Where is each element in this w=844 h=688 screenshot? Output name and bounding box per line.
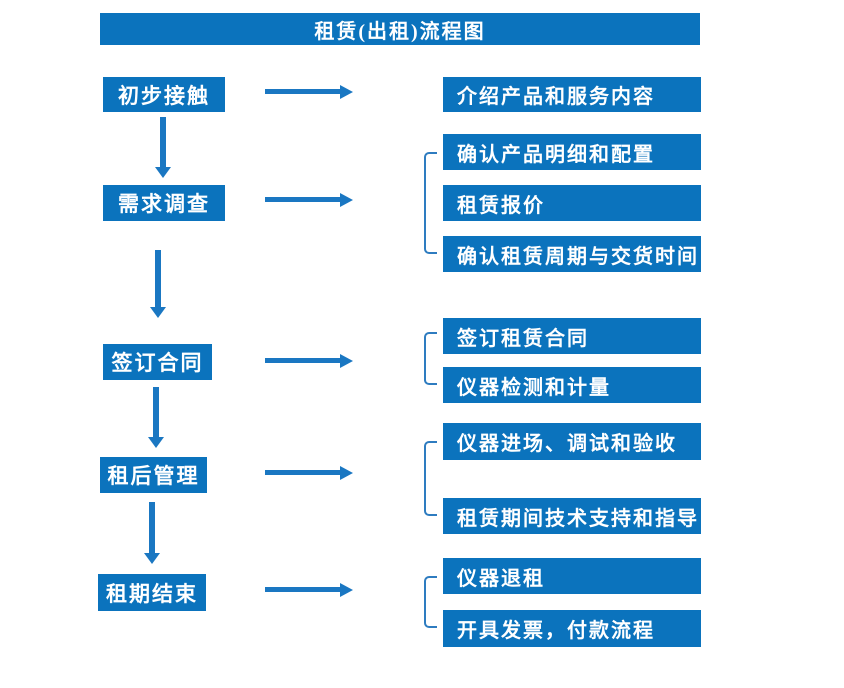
- group-bracket-icon: [424, 441, 437, 516]
- detail-box-introduce-products: 介绍产品和服务内容: [443, 77, 701, 112]
- arrow-head: [144, 553, 160, 564]
- group-bracket-icon: [424, 576, 437, 628]
- flowchart-title-bar: 租赁(出租)流程图: [100, 13, 700, 45]
- step-label: 租期结束: [106, 581, 198, 606]
- detail-label: 租赁期间技术支持和指导: [457, 507, 699, 530]
- right-arrow-icon: [265, 84, 353, 100]
- detail-label: 介绍产品和服务内容: [457, 86, 655, 108]
- step-box-rental-end: 租期结束: [98, 574, 206, 611]
- detail-box-confirm-period-delivery: 确认租赁周期与交货时间: [443, 236, 701, 272]
- arrow-head: [148, 437, 164, 448]
- detail-label: 签订租赁合同: [457, 327, 589, 350]
- arrow-head: [340, 354, 353, 368]
- arrow-head: [155, 167, 171, 178]
- step-box-initial-contact: 初步接触: [103, 77, 225, 112]
- step-label: 租后管理: [107, 464, 200, 488]
- detail-label: 确认租赁周期与交货时间: [457, 245, 699, 268]
- detail-label: 仪器退租: [457, 567, 545, 590]
- down-arrow-icon: [150, 250, 166, 318]
- detail-label: 确认产品明细和配置: [457, 143, 655, 166]
- step-box-post-rental-management: 租后管理: [100, 457, 207, 493]
- right-arrow-icon: [265, 353, 353, 369]
- arrow-stem: [153, 387, 159, 438]
- down-arrow-icon: [144, 502, 160, 564]
- arrow-head: [340, 466, 353, 480]
- step-label: 需求调查: [118, 192, 210, 216]
- arrow-head: [340, 583, 353, 597]
- step-box-sign-contract: 签订合同: [103, 344, 212, 380]
- step-label: 签订合同: [111, 351, 204, 375]
- down-arrow-icon: [148, 387, 164, 448]
- step-box-demand-survey: 需求调查: [103, 185, 225, 221]
- arrow-stem: [265, 89, 341, 94]
- arrow-stem: [265, 587, 341, 592]
- arrow-stem: [265, 470, 341, 475]
- detail-box-instrument-setup-acceptance: 仪器进场、调试和验收: [443, 423, 701, 460]
- page-title: 租赁(出租)流程图: [314, 20, 486, 43]
- arrow-stem: [265, 358, 341, 363]
- arrow-head: [340, 193, 353, 207]
- arrow-stem: [149, 502, 155, 554]
- detail-label: 仪器进场、调试和验收: [457, 433, 677, 455]
- detail-label: 开具发票，付款流程: [457, 620, 655, 642]
- detail-label: 租赁报价: [457, 194, 545, 217]
- arrow-stem: [160, 117, 166, 168]
- detail-box-instrument-return: 仪器退租: [443, 558, 701, 594]
- right-arrow-icon: [265, 465, 353, 481]
- detail-box-technical-support: 租赁期间技术支持和指导: [443, 498, 701, 534]
- arrow-stem: [265, 197, 341, 202]
- detail-box-confirm-product-config: 确认产品明细和配置: [443, 134, 701, 170]
- detail-box-invoice-payment: 开具发票，付款流程: [443, 610, 701, 647]
- step-label: 初步接触: [118, 83, 210, 108]
- down-arrow-icon: [155, 117, 171, 178]
- detail-label: 仪器检测和计量: [457, 376, 611, 399]
- detail-box-rental-quotation: 租赁报价: [443, 185, 701, 221]
- group-bracket-icon: [424, 152, 437, 254]
- right-arrow-icon: [265, 582, 353, 598]
- arrow-stem: [155, 250, 161, 308]
- arrow-head: [150, 307, 166, 318]
- detail-box-sign-rental-contract: 签订租赁合同: [443, 318, 701, 354]
- group-bracket-icon: [424, 332, 437, 385]
- right-arrow-icon: [265, 192, 353, 208]
- detail-box-instrument-testing: 仪器检测和计量: [443, 367, 701, 403]
- arrow-head: [340, 85, 353, 99]
